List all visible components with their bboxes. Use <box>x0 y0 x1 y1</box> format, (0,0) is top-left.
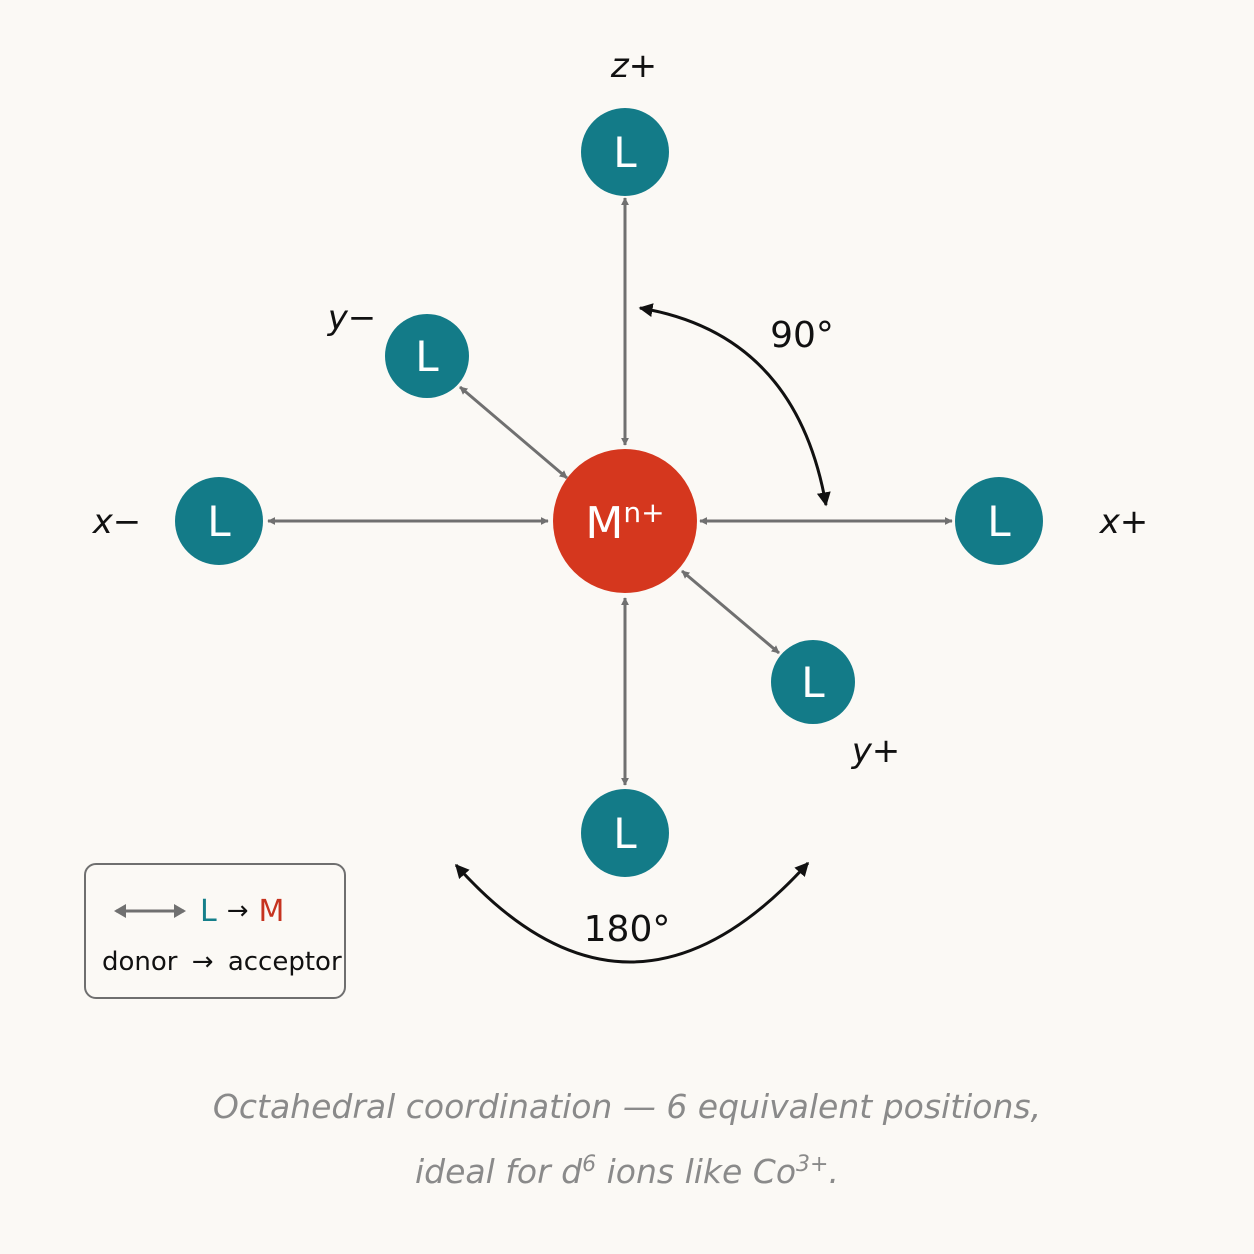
caption-line-2-mid: ions like Co <box>596 1152 797 1191</box>
ligand-label: L <box>801 658 825 707</box>
ligand-label: L <box>613 809 637 858</box>
ligand-label: L <box>415 332 439 381</box>
ligand-circle <box>581 108 669 196</box>
axis-label-z-plus: z+ <box>610 46 657 86</box>
metal-circle <box>553 449 697 593</box>
caption-line-1: Octahedral coordination — 6 equivalent p… <box>212 1087 1042 1126</box>
angle-label-180: 180° <box>584 909 671 950</box>
caption-d-exponent: 6 <box>582 1152 597 1177</box>
caption-line-2-prefix: ideal for d <box>415 1152 583 1191</box>
bond-y-minus <box>459 385 568 480</box>
double-arrow-icon <box>114 904 186 918</box>
straight-angle-arc <box>454 861 810 964</box>
caption-charge: 3+ <box>796 1152 829 1177</box>
ligand-label: L <box>613 128 637 177</box>
axis-label-x-minus: x− <box>92 502 142 542</box>
ligand-label: L <box>987 497 1011 546</box>
caption-line-2: ideal for d6 ions like Co3+. <box>0 1136 1254 1201</box>
metal-charge: n+ <box>623 496 664 529</box>
legend-donor-arrow: → <box>191 947 214 977</box>
axis-label-x-plus: x+ <box>1099 502 1149 542</box>
legend-metal: M <box>258 893 285 929</box>
ligand-z-plus: L <box>581 108 669 196</box>
ligand-circle <box>581 789 669 877</box>
metal-symbol: M <box>585 498 623 549</box>
ligand-circle <box>771 640 855 724</box>
right-angle-arc <box>638 303 831 507</box>
ligand-circle <box>955 477 1043 565</box>
axis-label-y-plus: y+ <box>851 731 901 771</box>
ligand-y-minus: L <box>385 314 469 398</box>
metal-center: Mn+ <box>553 449 697 593</box>
ligand-y-plus: L <box>771 640 855 724</box>
ligand-circle <box>175 477 263 565</box>
legend-acceptor: acceptor <box>227 947 342 977</box>
metal-label: Mn+ <box>585 496 664 549</box>
ligand-label: L <box>207 497 231 546</box>
legend-donor: donor <box>102 947 178 977</box>
legend-box: L → M donor → acceptor <box>84 863 346 999</box>
caption: Octahedral coordination — 6 equivalent p… <box>0 1078 1254 1201</box>
legend-arrow: → <box>226 896 249 926</box>
legend-ligand: L <box>200 893 217 929</box>
bonds <box>267 197 953 786</box>
ligand-circle <box>385 314 469 398</box>
legend-description: donor → acceptor <box>102 947 342 977</box>
legend-key-row: L → M <box>112 893 284 929</box>
bond-y-plus <box>681 569 780 655</box>
angle-label-90: 90° <box>770 315 834 356</box>
caption-line-2-suffix: . <box>828 1152 839 1191</box>
ligand-x-minus: L <box>175 477 263 565</box>
axis-label-y-minus: y− <box>327 298 377 338</box>
ligand-x-plus: L <box>955 477 1043 565</box>
ligand-z-minus: L <box>581 789 669 877</box>
